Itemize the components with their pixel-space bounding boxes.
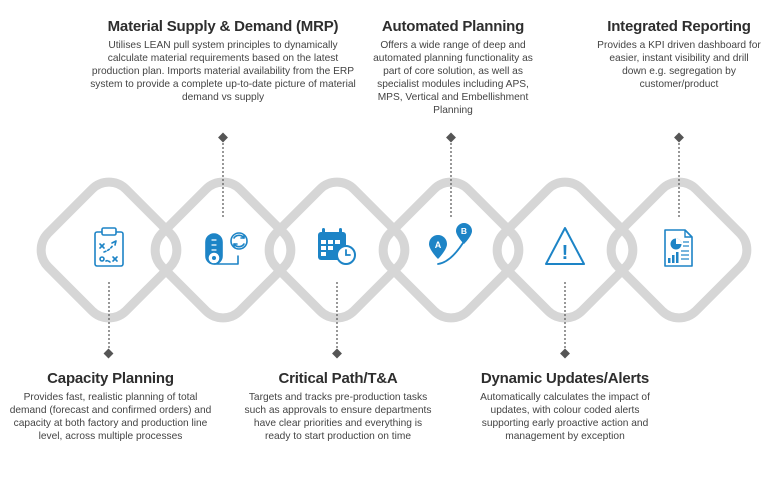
- feature-title: Integrated Reporting: [607, 18, 751, 35]
- diamond-integrated-reporting: [606, 177, 752, 323]
- connector-dot: [560, 348, 570, 359]
- report-dashboard-icon: [664, 229, 693, 267]
- warning-exclamation: !: [562, 242, 569, 264]
- feature-title: Dynamic Updates/Alerts: [480, 370, 650, 387]
- connector-dot: [103, 348, 114, 359]
- feature-title: Critical Path/T&A: [278, 370, 398, 387]
- feature-description: Provides fast, realistic planning of tot…: [9, 392, 212, 442]
- feature-description: Targets and tracks pre-production tasks …: [244, 392, 432, 442]
- material-roll-refresh-icon: [205, 232, 248, 265]
- diamond-dynamic-updates: [492, 177, 638, 323]
- feature-critical-path: Critical Path/T&A Targets and tracks pre…: [242, 370, 434, 443]
- diamond-material-mrp: [150, 177, 296, 323]
- connector-dot: [674, 132, 684, 143]
- route-pins-icon: A B: [429, 223, 472, 265]
- feature-dynamic-updates: Dynamic Updates/Alerts Automatically cal…: [470, 370, 660, 443]
- warning-triangle-icon: !: [545, 227, 585, 265]
- feature-description: Automatically calculates the impact of u…: [480, 392, 650, 442]
- connector-dot: [218, 132, 228, 143]
- feature-automated-planning: Automated Planning Offers a wide range o…: [368, 18, 538, 117]
- diamond-capacity-planning: [36, 177, 182, 323]
- feature-description: Utilises LEAN pull system principles to …: [90, 40, 356, 103]
- calendar-clock-icon: [318, 228, 356, 265]
- diamond-critical-path: [264, 177, 410, 323]
- pin-a-label: A: [435, 240, 442, 250]
- connector-dot: [446, 132, 456, 143]
- diamond-automated-planning: [378, 177, 524, 323]
- pin-b-label: B: [461, 226, 467, 236]
- feature-capacity-planning: Capacity Planning Provides fast, realist…: [8, 370, 213, 443]
- feature-material-mrp: Material Supply & Demand (MRP) Utilises …: [88, 18, 358, 104]
- feature-title: Automated Planning: [381, 18, 525, 35]
- feature-integrated-reporting: Integrated Reporting Provides a KPI driv…: [596, 18, 762, 91]
- feature-title: Material Supply & Demand (MRP): [107, 18, 339, 35]
- feature-description: Provides a KPI driven dashboard for easi…: [597, 40, 761, 90]
- feature-description: Offers a wide range of deep and automate…: [373, 40, 533, 116]
- connector-dot: [332, 348, 342, 359]
- clipboard-plan-icon: [94, 227, 124, 267]
- feature-title: Capacity Planning: [47, 370, 174, 387]
